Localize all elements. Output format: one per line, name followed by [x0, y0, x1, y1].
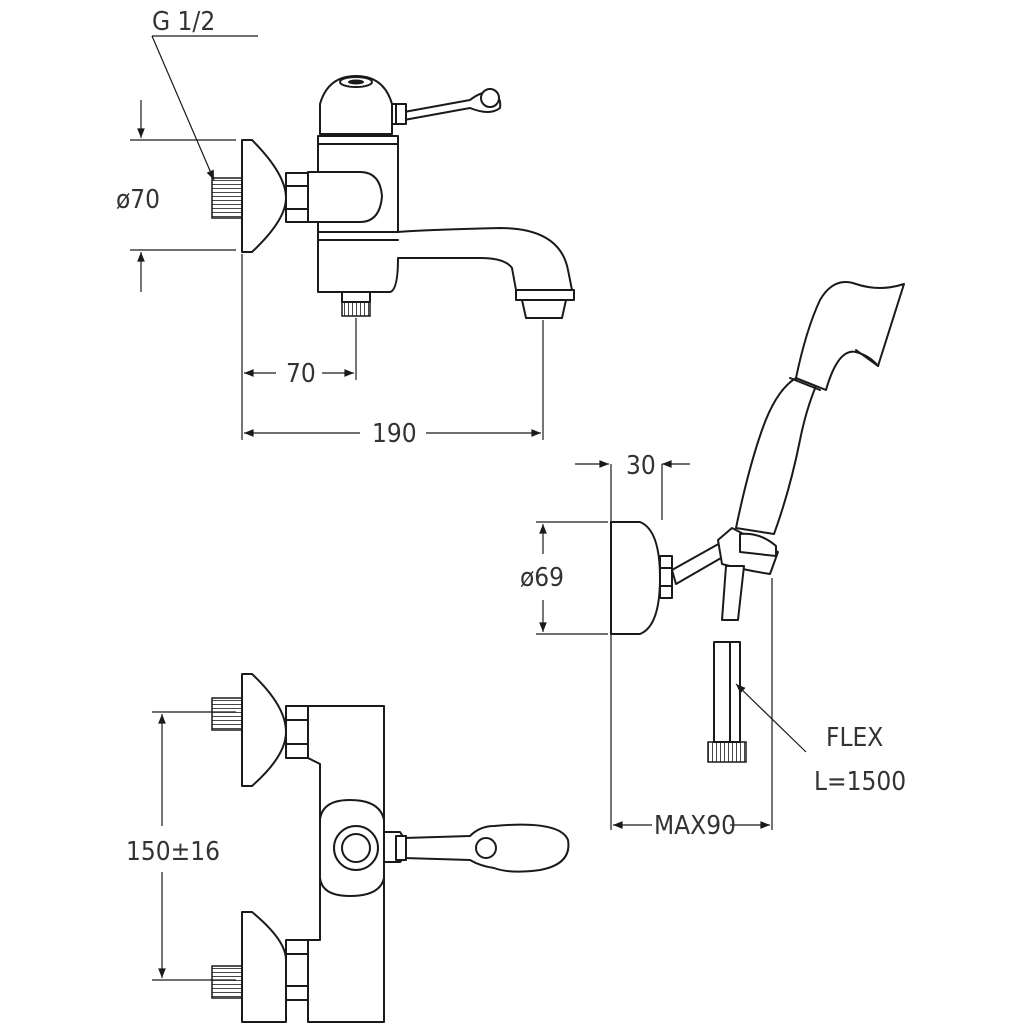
mixer-side-view: G 1/2 ø70 70 190	[116, 7, 575, 449]
hose-top	[721, 565, 745, 621]
hose-nut	[707, 741, 747, 763]
inlet-thread	[211, 177, 243, 219]
shower-head	[795, 281, 905, 391]
max-projection-label: MAX90	[654, 811, 736, 841]
hose-length-label: L=1500	[814, 767, 906, 797]
hose-type-label: FLEX	[826, 723, 883, 753]
inlet-arm	[307, 171, 383, 223]
shower-handle	[735, 377, 817, 535]
center-distance-label: 150±16	[126, 837, 220, 867]
upper-nut	[285, 705, 309, 759]
hex-nut	[285, 172, 309, 223]
mixer-front-view: 150±16	[126, 673, 570, 1023]
upper-flange	[241, 673, 287, 787]
hand-shower-assembly: 30 ø69 MAX90 FLEX L=1500	[520, 281, 906, 841]
diverter-knob	[341, 301, 371, 317]
flange-dia-label: ø70	[116, 185, 160, 215]
mixer-body	[317, 135, 573, 293]
spout-outlet	[515, 289, 575, 301]
lower-flange	[241, 911, 287, 1023]
total-length-label: 190	[372, 419, 417, 449]
lower-nut	[285, 939, 309, 1001]
inlet-offset-label: 70	[286, 359, 316, 389]
bracket-offset-label: 30	[626, 451, 656, 481]
thread-label: G 1/2	[152, 7, 215, 37]
cartridge-center	[341, 833, 371, 863]
holder-dia-label: ø69	[520, 563, 564, 593]
lower-inlet-thread	[211, 965, 243, 999]
upper-inlet-thread	[211, 697, 243, 731]
wall-holder	[610, 521, 661, 635]
flex-hose	[713, 641, 741, 743]
wall-flange	[241, 139, 287, 253]
